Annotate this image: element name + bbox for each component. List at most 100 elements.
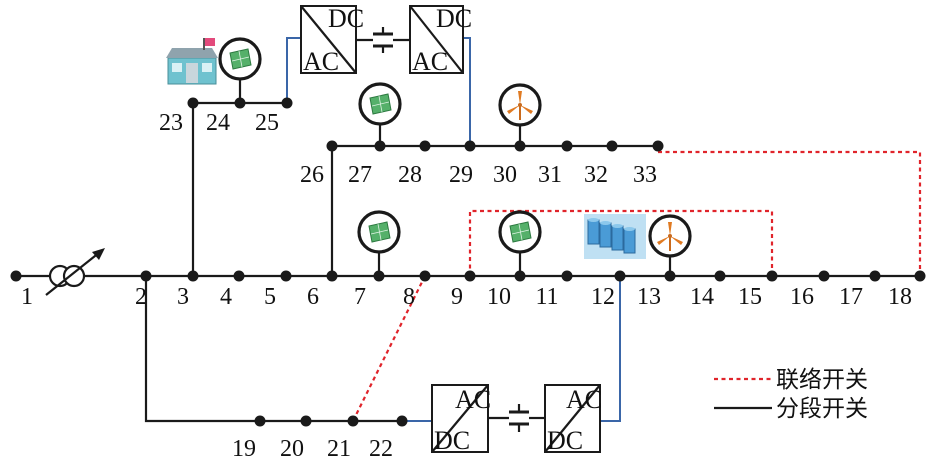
bus-node-13 — [664, 270, 676, 282]
bus-label: 23 — [159, 110, 183, 136]
bus-label: 30 — [493, 162, 517, 188]
tie-9-15 — [468, 209, 774, 276]
bus-label: 26 — [300, 162, 324, 188]
pv-icon — [498, 210, 542, 254]
bus-node-19 — [254, 415, 266, 427]
bus-label: 3 — [177, 284, 189, 310]
bus-label: 25 — [255, 110, 279, 136]
bus-label: 14 — [690, 284, 714, 310]
converter-label: AC — [303, 47, 339, 76]
bus-label: 28 — [398, 162, 422, 188]
bus-label: 15 — [738, 284, 762, 310]
bus-label: 32 — [584, 162, 608, 188]
bus-label: 10 — [487, 284, 511, 310]
wind-turbine-icon — [648, 214, 692, 258]
bus-node-1 — [10, 270, 22, 282]
bus-label: 6 — [307, 284, 319, 310]
bus-node-6 — [326, 270, 338, 282]
converter-label: DC — [328, 4, 364, 33]
capacitor-icon — [373, 27, 393, 53]
bus-node-12 — [614, 270, 626, 282]
bus-node-21 — [347, 415, 359, 427]
bus-label: 21 — [327, 436, 351, 462]
bus-label: 2 — [135, 284, 147, 310]
bus-node-31 — [561, 140, 573, 152]
converter-label: DC — [547, 426, 583, 455]
branch-19-22-line — [144, 276, 402, 423]
converter-label: AC — [455, 385, 491, 414]
link-top-converter-29 — [463, 37, 471, 146]
wind-turbine-icon — [498, 83, 542, 127]
converter-label: DC — [434, 426, 470, 455]
converter-links — [286, 37, 621, 422]
top-converter: DC AC DC AC — [300, 4, 472, 76]
bus-node-10 — [514, 270, 526, 282]
bottom-converter: AC DC AC DC — [431, 384, 602, 455]
bus-node-25 — [281, 97, 293, 109]
bus-label: 27 — [348, 162, 372, 188]
pv-icon — [358, 82, 402, 126]
transformer-icon — [45, 248, 105, 296]
pv-icon — [218, 37, 262, 81]
bus-node-27 — [374, 140, 386, 152]
bus-label: 4 — [220, 284, 232, 310]
bus-label: 12 — [591, 284, 615, 310]
bus-label: 18 — [888, 284, 912, 310]
bus-nodes — [10, 97, 926, 427]
bus-node-20 — [300, 415, 312, 427]
bus-label: 9 — [451, 284, 463, 310]
bus-node-2 — [140, 270, 152, 282]
converter-label: AC — [412, 47, 448, 76]
bus-label: 29 — [449, 162, 473, 188]
bus-node-24 — [234, 97, 246, 109]
link-25-top-converter — [286, 37, 301, 103]
bus-node-8 — [419, 270, 431, 282]
battery-icon — [584, 214, 646, 259]
bus-node-17 — [869, 270, 881, 282]
bus-node-29 — [464, 140, 476, 152]
bus-node-26 — [326, 140, 338, 152]
bus-node-33 — [652, 140, 664, 152]
bus-label: 17 — [839, 284, 863, 310]
legend: 联络开关 分段开关 — [714, 367, 868, 422]
tie-switch-lines — [352, 150, 922, 422]
bus-node-15 — [766, 270, 778, 282]
legend-tie-label: 联络开关 — [776, 367, 868, 393]
bus-node-4 — [233, 270, 245, 282]
bus-node-18 — [914, 270, 926, 282]
bus-node-23 — [187, 97, 199, 109]
bus-node-14 — [714, 270, 726, 282]
bus-node-32 — [606, 140, 618, 152]
converter-label: AC — [566, 385, 602, 414]
bus-node-3 — [187, 270, 199, 282]
bus-label: 24 — [206, 110, 230, 136]
bus-labels: 1 2 3 4 5 6 7 8 9 10 11 12 13 14 15 16 1… — [21, 110, 912, 462]
bus-node-9 — [464, 270, 476, 282]
link-bottom-converter-12 — [600, 276, 621, 422]
bus-node-30 — [514, 140, 526, 152]
bus-node-22 — [396, 415, 408, 427]
legend-section-label: 分段开关 — [776, 396, 868, 422]
bus-label: 7 — [354, 284, 366, 310]
bus-label: 16 — [790, 284, 814, 310]
bus-label: 1 — [21, 284, 33, 310]
bus-label: 19 — [232, 436, 256, 462]
bus-label: 5 — [264, 284, 276, 310]
bus-node-28 — [419, 140, 431, 152]
converter-label: DC — [436, 4, 472, 33]
bus-node-11 — [561, 270, 573, 282]
bus-label: 33 — [633, 162, 657, 188]
bus-label: 13 — [637, 284, 661, 310]
pv-icon — [357, 210, 401, 254]
bus-label: 8 — [403, 284, 415, 310]
building-icon — [166, 38, 218, 85]
bus-node-16 — [818, 270, 830, 282]
bus-label: 22 — [369, 436, 393, 462]
bus-node-5 — [280, 270, 292, 282]
bus-label: 31 — [538, 162, 562, 188]
bus-label: 20 — [280, 436, 304, 462]
capacitor-icon — [509, 404, 529, 432]
bus-label: 11 — [535, 284, 558, 310]
bus-node-7 — [373, 270, 385, 282]
